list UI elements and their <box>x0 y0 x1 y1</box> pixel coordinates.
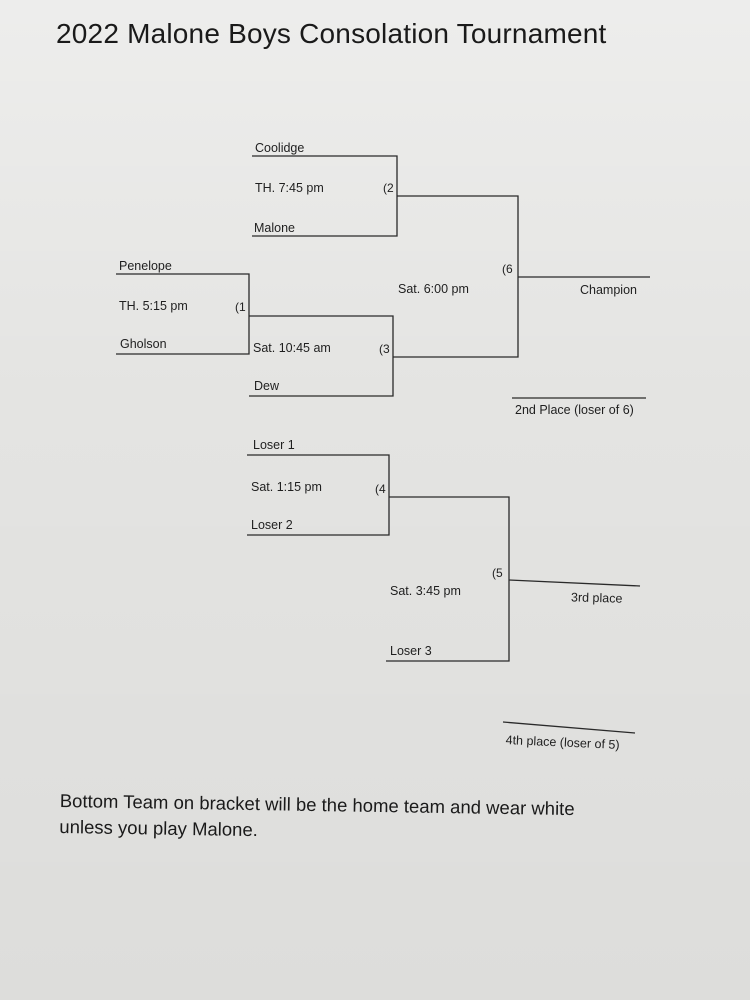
bracket-line-penelope <box>116 273 250 355</box>
game-6-time: Sat. 6:00 pm <box>398 282 469 296</box>
game-3-time: Sat. 10:45 am <box>253 341 331 355</box>
place-third: 3rd place <box>570 590 623 606</box>
place-second: 2nd Place (loser of 6) <box>515 403 634 417</box>
home-team-note: Bottom Team on bracket will be the home … <box>59 789 575 841</box>
bracket-line-game5 <box>386 496 510 662</box>
third-place-line <box>508 579 641 587</box>
team-loser-2: Loser 2 <box>251 518 293 532</box>
game-5-number: (5 <box>492 566 503 580</box>
game-1-time: TH. 5:15 pm <box>119 299 188 313</box>
team-gholson: Gholson <box>120 337 167 351</box>
game-1-number: (1 <box>235 300 246 314</box>
game-5-time: Sat. 3:45 pm <box>390 584 461 598</box>
game-4-time: Sat. 1:15 pm <box>251 480 322 494</box>
game-6-number: (6 <box>502 262 513 276</box>
team-penelope: Penelope <box>119 259 172 273</box>
bracket-line-game6 <box>393 195 519 358</box>
team-malone: Malone <box>254 221 295 235</box>
page-title: 2022 Malone Boys Consolation Tournament <box>56 18 607 49</box>
team-dew: Dew <box>254 379 280 393</box>
bracket-line-game3 <box>249 315 394 397</box>
bracket-line-game4 <box>247 454 390 536</box>
team-loser-1: Loser 1 <box>253 438 295 452</box>
fourth-place-line <box>502 721 636 734</box>
game-2-time: TH. 7:45 pm <box>255 181 324 195</box>
place-champion: Champion <box>580 283 637 297</box>
team-loser-3: Loser 3 <box>390 644 432 658</box>
game-2-number: (2 <box>383 181 394 195</box>
game-3-number: (3 <box>379 342 390 356</box>
game-4-number: (4 <box>375 482 386 496</box>
team-coolidge: Coolidge <box>255 141 305 155</box>
